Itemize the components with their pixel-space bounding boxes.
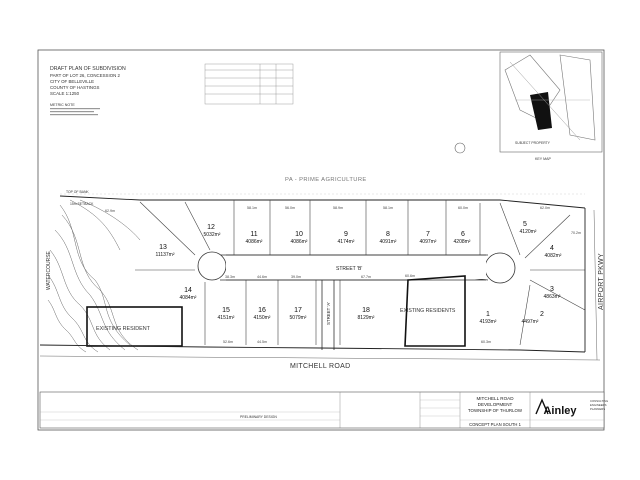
- lot-4-area: 4082m²: [545, 253, 562, 259]
- lot-9-number: 9: [344, 231, 348, 238]
- lot-1-number: 1: [486, 311, 490, 318]
- lot-11-number: 11: [250, 231, 257, 238]
- firm-logo-mark: [535, 398, 549, 415]
- project-line-3: TOWNSHIP OF THURLOW: [468, 408, 523, 413]
- lot-2-number: 2: [540, 311, 544, 318]
- dim-9: 38.3m: [225, 275, 235, 279]
- street-b-label: STREET 'B': [336, 266, 362, 272]
- dim-3: 56.0m: [285, 206, 295, 210]
- dim-4: 58.9m: [333, 206, 343, 210]
- lot-5-number: 5: [523, 221, 527, 228]
- top-of-bank-label: TOP OF BANK: [66, 190, 89, 194]
- land-use-table: [204, 63, 294, 105]
- south-boundary: [39, 344, 586, 353]
- lot-13-number: 13: [159, 244, 167, 251]
- lot-12-number: 12: [207, 224, 215, 231]
- dim-5: 58.1m: [383, 206, 393, 210]
- dim-1: 62.9m: [105, 209, 115, 213]
- lot-11-area: 4086m²: [246, 239, 263, 245]
- firm-name: Ainley: [543, 405, 577, 417]
- cul-de-sac-west: [197, 251, 227, 281]
- existing-residents-right-parcel: [404, 275, 466, 347]
- title-line-5: SCALE 1:1250: [50, 91, 80, 96]
- north-boundary: [59, 195, 586, 209]
- title-line-1: DRAFT PLAN OF SUBDIVISION: [50, 66, 126, 72]
- title-line-2: PART OF LOT 26, CONCESSION 2: [50, 73, 121, 78]
- lot-7-number: 7: [426, 231, 430, 238]
- title-line-4: COUNTY OF HASTINGS: [50, 85, 100, 90]
- lot-3-area: 4863m²: [544, 294, 561, 300]
- key-map: SUBJECT PROPERTY KEY MAP: [454, 51, 603, 161]
- dimension-labels: 62.9m 58.1m 56.0m 58.9m 58.1m 60.0m 62.0…: [105, 206, 581, 344]
- lot-15-number: 15: [222, 307, 230, 314]
- lot-8-area: 4091m²: [380, 239, 397, 245]
- street-a-label: STREET 'A': [326, 302, 331, 325]
- project-line-2: DEVELOPMENT: [478, 402, 513, 407]
- lot-15-area: 4151m²: [218, 315, 235, 321]
- revision-label: PRELIMINARY DESIGN: [240, 415, 277, 419]
- lot-16-number: 16: [258, 307, 266, 314]
- setback-label: 15m SETBACK: [70, 202, 94, 206]
- dim-14: 44.5m: [257, 340, 267, 344]
- lot-18-area: 8129m²: [358, 315, 375, 321]
- lot-12-area: 5032m²: [204, 232, 221, 238]
- firm-tagline-2: ENGINEERS: [590, 403, 607, 407]
- lot-16-area: 4150m²: [254, 315, 271, 321]
- dim-13: 52.6m: [223, 340, 233, 344]
- dim-7: 62.0m: [540, 206, 550, 210]
- key-map-label: KEY MAP: [535, 157, 552, 161]
- dim-16: 70.2m: [571, 231, 581, 235]
- lot-14-number: 14: [184, 287, 192, 294]
- title-line-3: CITY OF BELLEVILLE: [50, 79, 94, 84]
- airport-pkwy-edge: [593, 209, 598, 361]
- lot-2-area: 4497m²: [522, 319, 539, 325]
- lot-6-number: 6: [461, 231, 465, 238]
- lot-3-number: 3: [550, 286, 554, 293]
- lot-4-number: 4: [550, 245, 554, 252]
- mitchell-road-label: MITCHELL ROAD: [290, 363, 350, 370]
- dim-8: 44.6m: [257, 275, 267, 279]
- lot-10-number: 10: [295, 231, 303, 238]
- firm-tagline-3: PLANNERS: [590, 407, 605, 411]
- title-strip: PRELIMINARY DESIGN MITCHELL ROAD DEVELOP…: [39, 391, 608, 429]
- existing-resident-left-label: EXISTING RESIDENT: [96, 326, 151, 332]
- dim-10: 39.0m: [291, 275, 301, 279]
- lot-8-number: 8: [386, 231, 390, 238]
- project-line-1: MITCHELL ROAD: [476, 396, 514, 401]
- dim-6: 60.0m: [458, 206, 468, 210]
- lot-7-area: 4097m²: [420, 239, 437, 245]
- lot-18-number: 18: [362, 307, 370, 314]
- lot-5-area: 4120m²: [520, 229, 537, 235]
- lot-lines: [135, 200, 586, 346]
- lot-13-area: 11137m²: [156, 252, 175, 258]
- title-block: DRAFT PLAN OF SUBDIVISION PART OF LOT 26…: [50, 66, 126, 116]
- lot-9-area: 4174m²: [338, 239, 355, 245]
- firm-tagline-1: CONSULTING: [590, 399, 608, 403]
- dim-11: 67.7m: [361, 275, 371, 279]
- lot-10-area: 4086m²: [291, 239, 308, 245]
- lot-labels: 1 4193m² 2 4497m² 3 4863m² 4 4082m² 5 41…: [156, 221, 562, 325]
- airport-pkwy-label: AIRPORT PKWY: [598, 253, 605, 310]
- lot-17-number: 17: [294, 307, 302, 314]
- dim-15: 60.3m: [481, 340, 491, 344]
- watercourse-area: [47, 199, 141, 353]
- metric-note: METRIC NOTE: [50, 103, 75, 107]
- dim-2: 58.1m: [247, 206, 257, 210]
- lot-17-area: 5079m²: [290, 315, 307, 321]
- existing-residents-right-label: EXISTING RESIDENTS: [400, 308, 456, 314]
- lot-1-area: 4193m²: [480, 319, 497, 325]
- watercourse-label: WATERCOURSE: [46, 250, 52, 290]
- mitchell-road-edge: [39, 355, 601, 361]
- lot-6-area: 4208m²: [454, 239, 471, 245]
- sheet-title: CONCEPT PLAN SOUTH 1: [469, 422, 521, 427]
- dim-12: 60.6m: [405, 274, 415, 278]
- cul-de-sac-east: [484, 252, 516, 284]
- street-a: [321, 280, 335, 350]
- zone-label: PA - PRIME AGRICULTURE: [285, 177, 367, 183]
- subject-property-label: SUBJECT PROPERTY: [515, 141, 551, 145]
- lot-14-area: 4084m²: [180, 295, 197, 301]
